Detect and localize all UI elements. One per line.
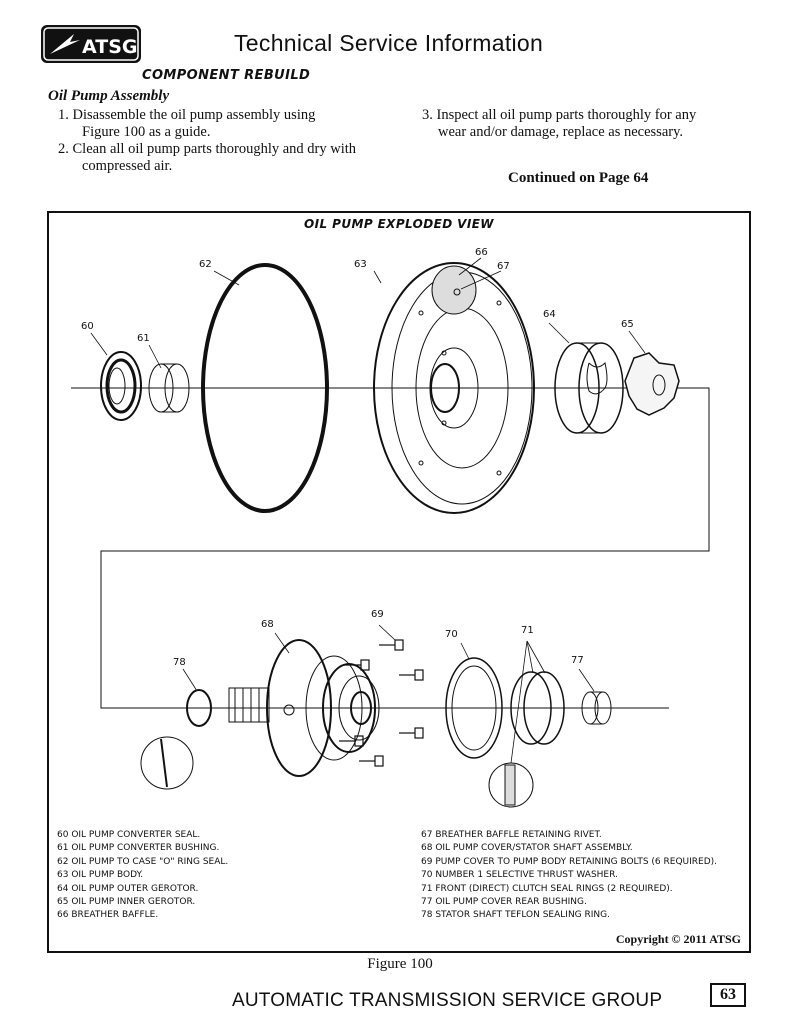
callout-67: 67 [497,261,510,272]
pump-cover-stator-shaft-68 [228,639,380,777]
callout-65: 65 [621,319,634,330]
legend-item: 62 OIL PUMP TO CASE "O" RING SEAL. [57,856,229,867]
callout-70: 70 [445,629,458,640]
callout-61: 61 [137,333,150,344]
retaining-bolts-69 [339,639,424,767]
legend-item: 67 BREATHER BAFFLE RETAINING RIVET. [421,830,602,840]
legend-right: 67 BREATHER BAFFLE RETAINING RIVET. 68 O… [421,829,717,923]
leader-lines [90,257,646,764]
step1-line1: 1. Disassemble the oil pump assembly usi… [58,107,316,123]
instructions-left: 1. Disassemble the oil pump assembly usi… [58,107,356,175]
legend-item: 70 NUMBER 1 SELECTIVE THRUST WASHER. [421,870,618,881]
converter-bushing-61 [148,363,190,413]
legend-item: 64 OIL PUMP OUTER GEROTOR. [57,883,199,894]
step1-line2: Figure 100 as a guide. [82,124,211,140]
converter-seal-60 [100,351,142,421]
section-title: COMPONENT REBUILD [142,68,311,83]
page-title: Technical Service Information [234,30,544,56]
step2-line1: 2. Clean all oil pump parts thoroughly a… [58,141,357,157]
step3-line2: wear and/or damage, replace as necessary… [438,124,684,140]
copyright: Copyright © 2011 ATSG [615,932,741,946]
outer-gerotor-64 [554,342,624,434]
callout-78: 78 [173,657,186,668]
plane-icon [50,34,80,54]
legend-item: 63 OIL PUMP BODY. [57,870,144,881]
callout-69: 69 [371,609,384,620]
sub-title: Oil Pump Assembly [48,88,170,104]
atsg-logo: ATSG [40,24,142,64]
legend-item: 71 FRONT (DIRECT) CLUTCH SEAL RINGS (2 R… [421,883,673,894]
callout-71: 71 [521,625,534,636]
legend-item: 78 STATOR SHAFT TEFLON SEALING RING. [421,910,610,921]
callout-68: 68 [261,619,274,630]
figure-caption: Figure 100 [367,956,433,972]
thrust-washer-70 [445,657,503,759]
case-o-ring-62 [201,263,329,513]
logo-text: ATSG [82,36,137,58]
step2-line2: compressed air. [82,158,173,174]
instructions-right: 3. Inspect all oil pump parts thoroughly… [422,107,696,141]
figure-box: OIL PUMP EXPLODED VIEW [47,211,751,953]
teflon-sealing-ring-78 [140,689,212,790]
legend-left: 60 OIL PUMP CONVERTER SEAL. 61 OIL PUMP … [57,829,228,923]
atsg-logo-graphic: ATSG [41,25,141,63]
callout-62: 62 [199,259,212,270]
callout-63: 63 [354,259,367,270]
legend-item: 66 BREATHER BAFFLE. [57,910,159,921]
assembly-centerline [71,387,710,709]
retaining-rivet-67 [453,288,461,296]
legend-item: 61 OIL PUMP CONVERTER BUSHING. [57,843,220,854]
continued-note: Continued on Page 64 [508,170,649,186]
exploded-view-diagram: 60 61 62 63 66 67 64 65 68 69 70 71 77 7… [71,247,710,808]
inner-gerotor-65 [624,352,680,416]
callout-60: 60 [81,321,94,332]
legend-item: 69 PUMP COVER TO PUMP BODY RETAINING BOL… [421,856,718,867]
rear-bushing-77 [581,691,612,725]
legend-item: 65 OIL PUMP INNER GEROTOR. [57,897,196,908]
callout-64: 64 [543,309,556,320]
figure-title: OIL PUMP EXPLODED VIEW [304,217,494,231]
callout-77: 77 [571,655,584,666]
callout-66: 66 [475,247,488,258]
footer-company: AUTOMATIC TRANSMISSION SERVICE GROUP [232,990,663,1011]
legend-item: 60 OIL PUMP CONVERTER SEAL. [57,830,201,840]
legend-item: 68 OIL PUMP COVER/STATOR SHAFT ASSEMBLY. [421,843,633,854]
breather-baffle-66 [431,265,477,315]
step3-line1: 3. Inspect all oil pump parts thoroughly… [422,107,697,123]
legend-item: 77 OIL PUMP COVER REAR BUSHING. [421,897,587,908]
page-number: 63 [710,983,746,1007]
